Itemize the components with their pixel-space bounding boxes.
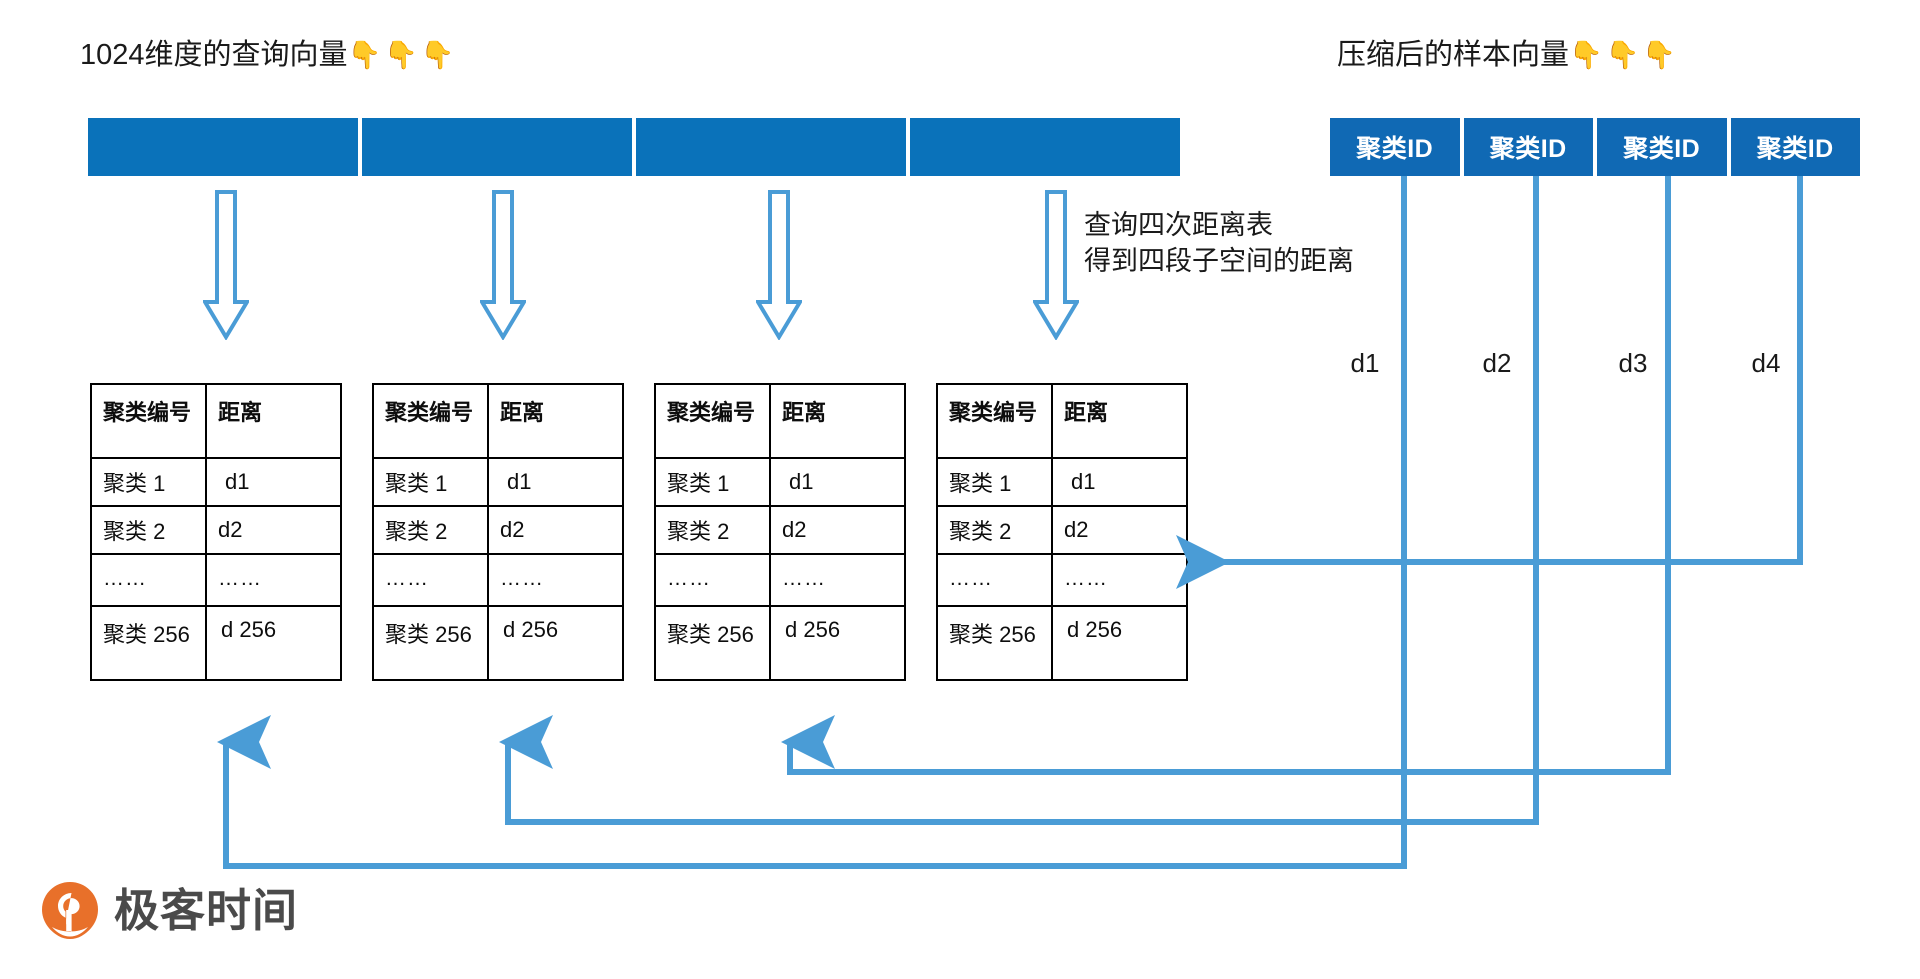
table-row: …… …… — [90, 553, 342, 607]
column-header-distance: 距离 — [205, 383, 342, 459]
cell-distance: d2 — [1051, 505, 1188, 555]
distance-table-3: 聚类编号 距离 聚类 1 d1 聚类 2 d2 …… …… 聚类 256 d 2… — [654, 383, 906, 681]
column-header-distance: 距离 — [487, 383, 624, 459]
cell-distance: …… — [205, 553, 342, 607]
query-vector-bar — [88, 118, 1180, 176]
down-pointing-hand-icon: 👇👇👇 — [1569, 40, 1679, 70]
distance-label-d2: d2 — [1482, 348, 1512, 378]
cell-cluster-id: 聚类 2 — [936, 505, 1053, 555]
cell-distance: d1 — [487, 457, 624, 507]
column-header-cluster-id: 聚类编号 — [936, 383, 1053, 459]
down-block-arrow-2-icon — [480, 190, 526, 340]
down-block-arrow-1-icon — [203, 190, 249, 340]
cell-distance: d1 — [1051, 457, 1188, 507]
cell-distance: d2 — [769, 505, 906, 555]
query-vector-segment-1 — [88, 118, 358, 176]
cell-cluster-id: 聚类 1 — [654, 457, 771, 507]
query-vector-heading-text: 1024维度的查询向量 — [80, 39, 348, 71]
distance-label-d3: d3 — [1618, 348, 1648, 378]
distance-label-d1: d1 — [1350, 348, 1380, 378]
table-header-row: 聚类编号 距离 — [90, 383, 342, 459]
column-header-cluster-id: 聚类编号 — [372, 383, 489, 459]
table-row: …… …… — [654, 553, 906, 607]
table-row: …… …… — [936, 553, 1188, 607]
table-row: 聚类 2 d2 — [90, 505, 342, 555]
cell-cluster-id: 聚类 1 — [372, 457, 489, 507]
cell-cluster-id: 聚类 1 — [90, 457, 207, 507]
column-header-distance: 距离 — [769, 383, 906, 459]
cell-cluster-id: 聚类 256 — [654, 605, 771, 681]
table-header-row: 聚类编号 距离 — [372, 383, 624, 459]
cell-cluster-id: …… — [90, 553, 207, 607]
cell-cluster-id: …… — [372, 553, 489, 607]
table-row: 聚类 256 d 256 — [654, 605, 906, 681]
cell-cluster-id: …… — [936, 553, 1053, 607]
cluster-id-box-3: 聚类ID — [1597, 118, 1727, 176]
cell-distance: d2 — [205, 505, 342, 555]
cell-distance: d2 — [487, 505, 624, 555]
query-annotation: 查询四次距离表 得到四段子空间的距离 — [1084, 210, 1354, 276]
cell-distance: d 256 — [487, 605, 624, 681]
cell-cluster-id: 聚类 256 — [90, 605, 207, 681]
compressed-vector-bar: 聚类ID 聚类ID 聚类ID 聚类ID — [1330, 118, 1860, 176]
column-header-distance: 距离 — [1051, 383, 1188, 459]
cell-distance: d 256 — [769, 605, 906, 681]
column-header-cluster-id: 聚类编号 — [654, 383, 771, 459]
compressed-vector-heading-text: 压缩后的样本向量 — [1337, 39, 1570, 71]
query-vector-segment-3 — [636, 118, 906, 176]
cell-distance: d1 — [205, 457, 342, 507]
down-pointing-hand-icon: 👇👇👇 — [347, 40, 458, 70]
cell-distance: d 256 — [1051, 605, 1188, 681]
cluster-id-box-2: 聚类ID — [1463, 118, 1593, 176]
cell-distance: d1 — [769, 457, 906, 507]
query-vector-segment-2 — [362, 118, 632, 176]
table-row: 聚类 2 d2 — [936, 505, 1188, 555]
cell-cluster-id: 聚类 2 — [372, 505, 489, 555]
table-row: 聚类 1 d1 — [654, 457, 906, 507]
table-row: 聚类 1 d1 — [936, 457, 1188, 507]
table-row: 聚类 2 d2 — [654, 505, 906, 555]
table-row: 聚类 1 d1 — [372, 457, 624, 507]
geekbang-logo-icon — [42, 882, 98, 939]
table-row: …… …… — [372, 553, 624, 607]
cell-distance: …… — [769, 553, 906, 607]
table-row: 聚类 2 d2 — [372, 505, 624, 555]
cell-cluster-id: 聚类 256 — [372, 605, 489, 681]
compressed-vector-heading: 压缩后的样本向量👇👇👇 — [1337, 39, 1679, 72]
table-header-row: 聚类编号 距离 — [654, 383, 906, 459]
table-row: 聚类 256 d 256 — [936, 605, 1188, 681]
cell-cluster-id: 聚类 256 — [936, 605, 1053, 681]
cell-cluster-id: …… — [654, 553, 771, 607]
distance-label-d4: d4 — [1751, 348, 1781, 378]
brand-logo-text: 极客时间 — [114, 884, 299, 936]
table-header-row: 聚类编号 距离 — [936, 383, 1188, 459]
distance-table-1: 聚类编号 距离 聚类 1 d1 聚类 2 d2 …… …… 聚类 256 d 2… — [90, 383, 342, 681]
table-row: 聚类 1 d1 — [90, 457, 342, 507]
cluster-id-box-4: 聚类ID — [1730, 118, 1860, 176]
brand-logo: 极客时间 — [40, 880, 298, 940]
column-header-cluster-id: 聚类编号 — [90, 383, 207, 459]
cell-distance: d 256 — [205, 605, 342, 681]
down-block-arrow-3-icon — [756, 190, 802, 340]
cell-cluster-id: 聚类 1 — [936, 457, 1053, 507]
query-vector-segment-4 — [910, 118, 1180, 176]
cell-cluster-id: 聚类 2 — [90, 505, 207, 555]
query-vector-heading: 1024维度的查询向量👇👇👇 — [80, 39, 458, 72]
distance-table-2: 聚类编号 距离 聚类 1 d1 聚类 2 d2 …… …… 聚类 256 d 2… — [372, 383, 624, 681]
cell-cluster-id: 聚类 2 — [654, 505, 771, 555]
cluster-id-box-1: 聚类ID — [1330, 118, 1460, 176]
cell-distance: …… — [1051, 553, 1188, 607]
distance-table-4: 聚类编号 距离 聚类 1 d1 聚类 2 d2 …… …… 聚类 256 d 2… — [936, 383, 1188, 681]
table-row: 聚类 256 d 256 — [90, 605, 342, 681]
cell-distance: …… — [487, 553, 624, 607]
table-row: 聚类 256 d 256 — [372, 605, 624, 681]
down-block-arrow-4-icon — [1033, 190, 1079, 340]
